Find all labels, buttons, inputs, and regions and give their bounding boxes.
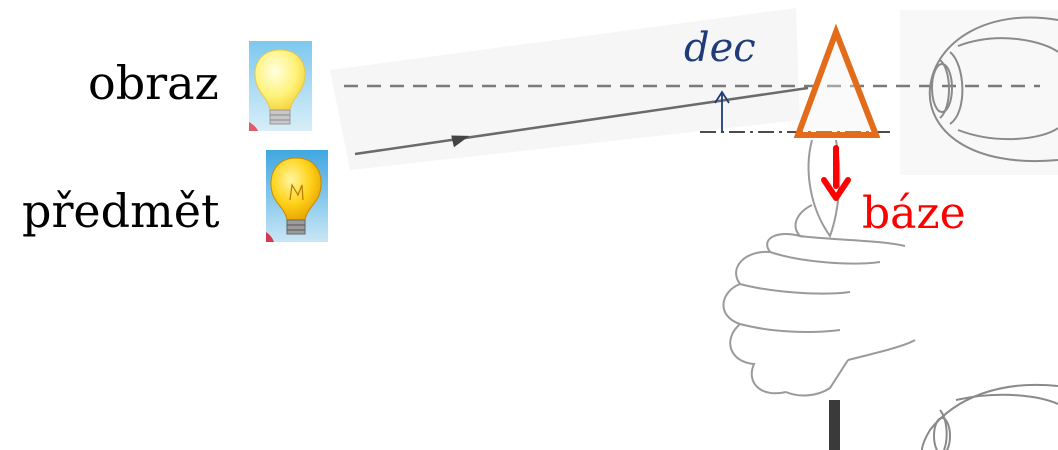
handle-bar bbox=[829, 400, 840, 450]
hand-outline bbox=[722, 139, 916, 397]
deviation-label: dec bbox=[684, 25, 756, 71]
object-ray bbox=[354, 86, 809, 156]
light-bulb-pale-icon bbox=[249, 41, 312, 131]
eye-icon bbox=[928, 16, 1058, 163]
ray-direction-arrow bbox=[451, 135, 470, 148]
eye-background-panel bbox=[900, 10, 1058, 175]
object-label: předmět bbox=[22, 184, 220, 238]
eye-lower-icon bbox=[921, 383, 1058, 450]
light-bulb-bright-icon bbox=[266, 150, 328, 242]
drawing-background-band bbox=[330, 8, 800, 170]
image-label: obraz bbox=[88, 56, 219, 110]
deviation-arrow-head bbox=[714, 90, 730, 104]
base-arrow bbox=[821, 145, 851, 201]
triangle-prism-icon bbox=[793, 23, 881, 138]
base-label: báze bbox=[862, 188, 966, 239]
